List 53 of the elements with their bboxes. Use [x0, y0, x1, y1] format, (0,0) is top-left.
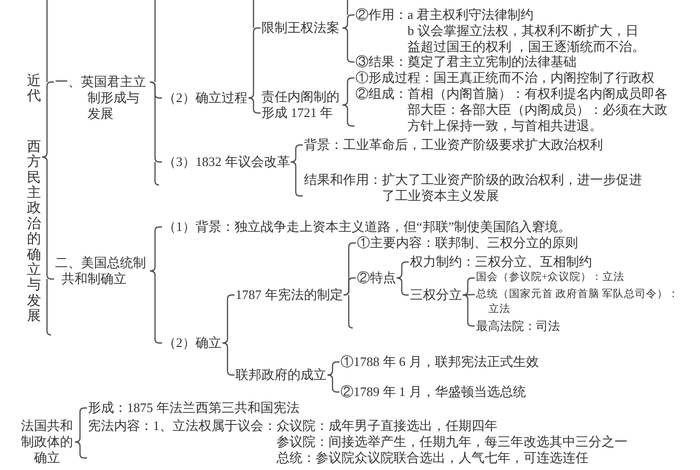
brace-connector [462, 277, 475, 296]
detail-text: ①形成过程：国王真正统而不治，内阁控制了行政权 [356, 70, 654, 86]
detail-text: 国会（参议院+众议院）：立法 [476, 271, 625, 285]
topic-label: 限制王权法案 [262, 20, 342, 36]
brace-connector [327, 374, 340, 393]
brace-connector [342, 77, 354, 106]
detail-text: 权力制约：三权分立、互相制约 [410, 254, 592, 270]
brace-connector [248, 97, 260, 114]
brace-connector [396, 277, 409, 296]
brace-connector [42, 156, 54, 280]
topic-label: 法国共和制政体的确立 [20, 418, 74, 466]
detail-text: 参议院：间接选举产生，任期九年，每三年改选其中三分之一 [276, 434, 628, 450]
item-label: 宪法内容：1、立法权属于议会： [88, 418, 276, 434]
topic-label: （3）1832 年议会改革 [163, 154, 290, 170]
brace-connector [42, 81, 54, 158]
brace-connector [342, 14, 354, 29]
vertical-title: 近代 [27, 74, 41, 105]
detail-text: 背景：工业革命后，工业资产阶级要求扩大政治权利 [304, 137, 603, 153]
detail-text: ③结果：奠定了君主立宪制的法律基础 [356, 54, 576, 70]
topic-label: ②特点 [356, 270, 396, 286]
vertical-title: 西方民主政治的确立与发展 [27, 140, 41, 324]
brace-connector [344, 277, 356, 296]
detail-text: 形成：1875 年法兰西第三共和国宪法 [88, 400, 300, 416]
brace-connector [74, 441, 87, 459]
brace-connector [342, 27, 354, 63]
brace-connector [248, 27, 260, 99]
topic-label: 责任内阁制的形成 1721 年 [262, 89, 342, 121]
brace-connector [462, 294, 475, 296]
detail-text: ②1789 年 1 月，华盛顿当选总统 [340, 384, 526, 400]
detail-text: a 君主权利守法律制约 [408, 7, 534, 23]
topic-label: 1787 年宪法的制定 [236, 287, 343, 303]
topic-label: 二、美国总统制共和制确立 [55, 255, 149, 287]
detail-text: 结果和作用：扩大了工业资产阶级的政治权利，进一步促进了工业资本主义发展 [304, 172, 646, 204]
item-label: ②组成： [356, 86, 408, 102]
detail-text: 总统：参议院众议院联合选出，人气七年，可连选连任 [276, 450, 588, 466]
detail-text: 最高法院：司法 [476, 318, 560, 334]
topic-label: 三权分立 [410, 287, 462, 303]
detail-text: ①主要内容：联邦制、三权分立的原则 [356, 235, 578, 251]
detail-text: （1）背景：独立战争走上资本主义道路，但“邦联”制使美国陷入窘境。 [163, 219, 572, 235]
detail-text: ①1788 年 6 月，联邦宪法正式生效 [340, 354, 539, 370]
topic-label: （2）确立过程 [163, 90, 248, 106]
brace-connector [327, 361, 340, 376]
topic-label: 联邦政府的成立 [236, 367, 326, 383]
brace-connector [150, 81, 162, 163]
detail-text: 众议院：成年男子直接选出，任期四年 [276, 418, 498, 434]
detail-text: 总统（国家元首 政府首脑 军队总司令）：立法 [476, 287, 686, 317]
detail-text: 首相（内阁首脑）：有权利提名内阁成员即各部大臣：各部大臣（内阁成员）：必须在大政方针上保持一致，与首相共进退。 [408, 86, 668, 134]
topic-label: （2）确立 [163, 335, 222, 351]
brace-connector [396, 261, 409, 279]
brace-connector [290, 144, 303, 163]
detail-text: b 议会掌握立法权，其权利不断扩大，日益超过国王的权利 ，国王逐渐统而不治。 [408, 23, 646, 55]
item-label: ②作用： [356, 7, 408, 23]
topic-label: 一、英国君主立制形成与发展 [55, 74, 149, 122]
